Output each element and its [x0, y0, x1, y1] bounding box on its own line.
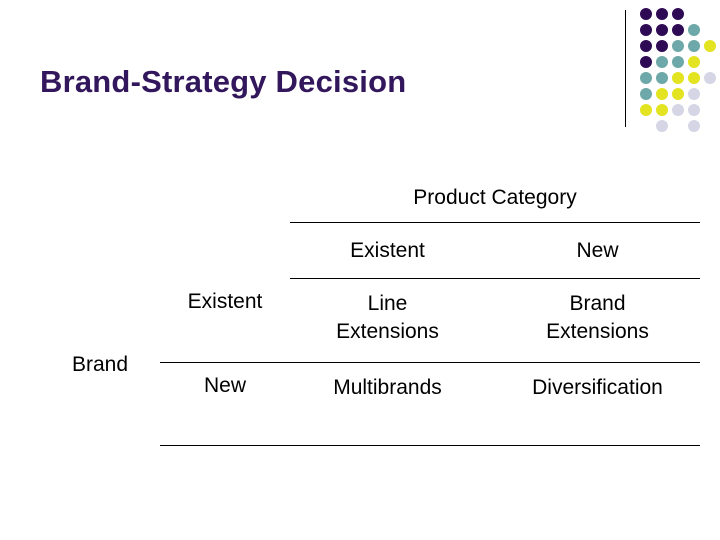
decorative-dot	[656, 72, 668, 84]
decorative-dot	[640, 88, 652, 100]
matrix-rule-middle	[160, 362, 700, 363]
decorative-dot	[688, 104, 700, 116]
matrix-rule-header	[290, 278, 700, 279]
cell-multibrands: Multibrands	[333, 376, 442, 399]
decorative-dot	[688, 24, 700, 36]
decorative-dot	[656, 120, 668, 132]
cell-line-1: Brand	[569, 292, 626, 315]
decorative-dot	[672, 40, 684, 52]
decorative-dot	[672, 88, 684, 100]
page-title: Brand-Strategy Decision	[40, 64, 407, 99]
cell-line-1: Line	[367, 292, 408, 315]
decorative-dot	[640, 72, 652, 84]
decorative-dot	[688, 72, 700, 84]
decorative-dot-grid	[640, 8, 720, 132]
decorative-dot	[640, 8, 652, 20]
decorative-dot	[656, 104, 668, 116]
decorative-dot	[672, 104, 684, 116]
decorative-dot	[704, 40, 716, 52]
row-header-existent: Existent	[187, 290, 263, 313]
decorative-dot	[656, 88, 668, 100]
decorative-dot	[672, 8, 684, 20]
matrix-rule-bottom	[160, 445, 700, 446]
matrix-rule-top	[290, 222, 700, 223]
decorative-dot	[656, 24, 668, 36]
decorative-dot	[640, 40, 652, 52]
decorative-dot	[656, 8, 668, 20]
cell-line-2: Extensions	[336, 320, 439, 344]
decorative-dot	[672, 72, 684, 84]
row-header-new: New	[203, 374, 246, 397]
row-group-label: Brand	[72, 353, 129, 376]
decorative-dot	[640, 104, 652, 116]
cell-line-2: Extensions	[546, 320, 649, 344]
header-divider-line	[625, 10, 626, 127]
column-header-existent: Existent	[350, 239, 425, 262]
decorative-dot	[640, 56, 652, 68]
decorative-dot	[640, 24, 652, 36]
cell-line-extensions: Line Extensions	[290, 290, 485, 347]
decorative-dot	[672, 24, 684, 36]
column-header-new: New	[576, 239, 619, 262]
decorative-dot	[656, 56, 668, 68]
cell-diversification: Diversification	[532, 376, 663, 399]
decorative-dot	[672, 56, 684, 68]
decorative-dot	[688, 120, 700, 132]
decorative-dot	[656, 40, 668, 52]
decorative-dot	[688, 56, 700, 68]
decorative-dot	[688, 88, 700, 100]
decorative-dot	[688, 40, 700, 52]
decorative-dot	[704, 72, 716, 84]
column-group-label: Product Category	[413, 186, 577, 209]
cell-brand-extensions: Brand Extensions	[495, 290, 700, 347]
